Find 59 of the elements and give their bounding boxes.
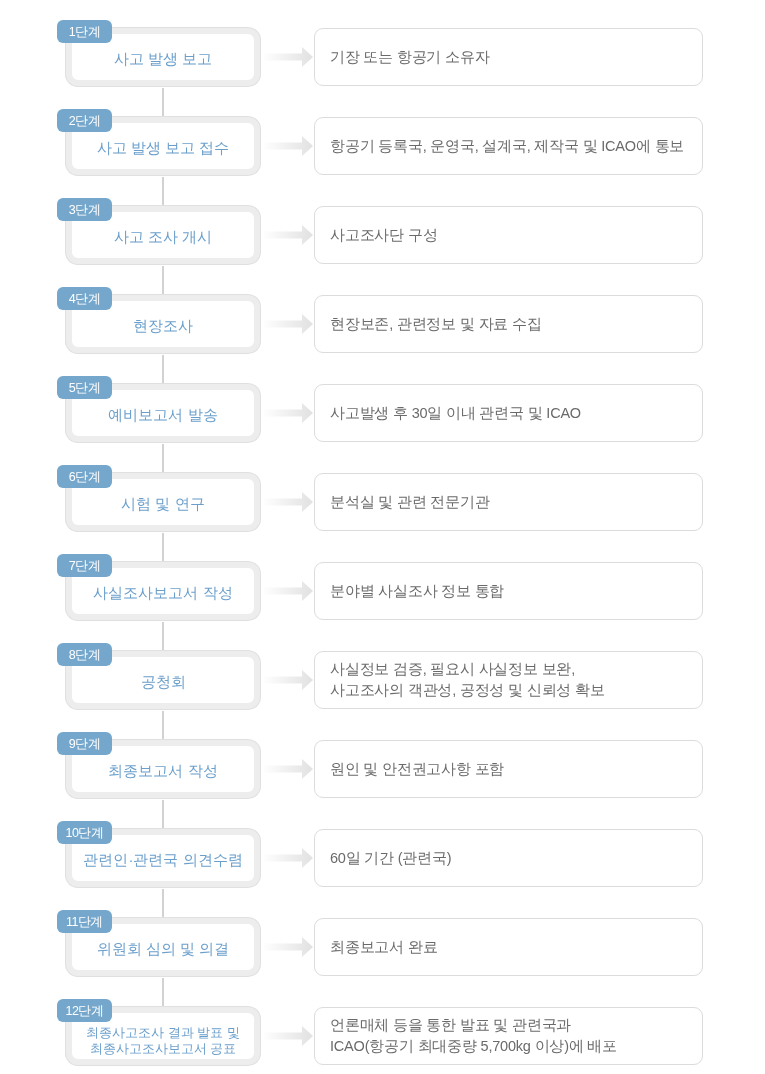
description-text: 언론매체 등을 통한 발표 및 관련국과 ICAO(항공기 최대중량 5,700kg 이상)에 배포 bbox=[330, 1016, 619, 1056]
step-title: 공청회 bbox=[140, 671, 186, 692]
step-label: 10단계 bbox=[57, 821, 112, 844]
description-box bbox=[314, 740, 703, 798]
description-text: 원인 및 안전권고사항 포함 bbox=[330, 759, 505, 779]
description-text: 60일 기간 (관련국) bbox=[330, 848, 452, 868]
description-box bbox=[314, 117, 703, 175]
step-title: 관련인·관련국 의견수렴 bbox=[83, 849, 243, 870]
step-title: 사고 발생 보고 접수 bbox=[96, 137, 230, 158]
connector-line bbox=[162, 176, 164, 206]
description-text: 최종보고서 완료 bbox=[330, 937, 438, 957]
connector-line bbox=[162, 532, 164, 562]
step-label: 4단계 bbox=[57, 287, 112, 310]
step-label: 12단계 bbox=[57, 999, 112, 1022]
description-text: 분석실 및 관련 전문기관 bbox=[330, 492, 490, 512]
connector-line bbox=[162, 799, 164, 829]
step-title: 예비보고서 발송 bbox=[108, 404, 218, 425]
step-title: 사실조사보고서 작성 bbox=[93, 582, 233, 603]
description-box bbox=[314, 206, 703, 264]
description-box bbox=[314, 473, 703, 531]
step-label: 8단계 bbox=[57, 643, 112, 666]
step-label: 1단계 bbox=[57, 20, 112, 43]
step-title: 위원회 심의 및 의결 bbox=[96, 938, 230, 959]
step-label: 9단계 bbox=[57, 732, 112, 755]
step-title: 시험 및 연구 bbox=[121, 493, 205, 514]
description-text: 기장 또는 항공기 소유자 bbox=[330, 47, 490, 67]
connector-line bbox=[162, 710, 164, 740]
description-text: 항공기 등록국, 운영국, 설계국, 제작국 및 ICAO에 통보 bbox=[330, 136, 685, 156]
connector-line bbox=[162, 443, 164, 473]
connector-line bbox=[162, 354, 164, 384]
step-title: 현장조사 bbox=[133, 315, 193, 336]
description-box bbox=[314, 829, 703, 887]
step-label: 2단계 bbox=[57, 109, 112, 132]
description-box bbox=[314, 918, 703, 976]
description-text: 현장보존, 관련정보 및 자료 수집 bbox=[330, 314, 542, 334]
description-text: 사고조사단 구성 bbox=[330, 225, 438, 245]
connector-line bbox=[162, 265, 164, 295]
step-label: 3단계 bbox=[57, 198, 112, 221]
connector-line bbox=[162, 977, 164, 1007]
description-box bbox=[314, 1007, 703, 1065]
step-label: 7단계 bbox=[57, 554, 112, 577]
step-title: 사고 조사 개시 bbox=[113, 226, 213, 247]
description-box bbox=[314, 28, 703, 86]
description-box bbox=[314, 651, 703, 709]
description-text: 사실정보 검증, 필요시 사실정보 보완, 사고조사의 객관성, 공정성 및 신뢰성 확보 bbox=[330, 660, 606, 700]
step-title: 최종보고서 작성 bbox=[108, 760, 218, 781]
connector-line bbox=[162, 621, 164, 651]
step-label: 11단계 bbox=[57, 910, 112, 933]
description-text: 분야별 사실조사 정보 통합 bbox=[330, 581, 505, 601]
step-title: 최종사고조사 결과 발표 및 최종사고조사보고서 공표 bbox=[85, 1024, 241, 1057]
step-title: 사고 발생 보고 bbox=[113, 48, 213, 69]
connector-line bbox=[162, 87, 164, 117]
description-box bbox=[314, 562, 703, 620]
description-text: 사고발생 후 30일 이내 관련국 및 ICAO bbox=[330, 403, 581, 423]
connector-line bbox=[162, 888, 164, 918]
description-box bbox=[314, 384, 703, 442]
description-box bbox=[314, 295, 703, 353]
step-label: 6단계 bbox=[57, 465, 112, 488]
step-label: 5단계 bbox=[57, 376, 112, 399]
